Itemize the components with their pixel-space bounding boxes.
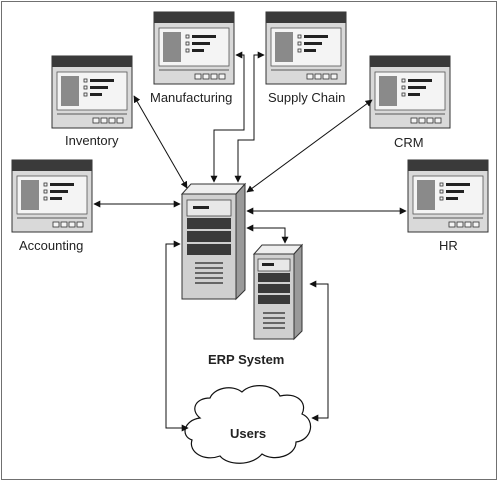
arrow-erp-users [165, 240, 189, 432]
arrow-secondary-users [309, 280, 329, 422]
inventory-window-icon [51, 55, 133, 129]
manufacturing-window-icon [153, 11, 235, 85]
arrow-inventory-erp [133, 95, 188, 189]
accounting-window-icon [11, 159, 93, 233]
accounting-label: Accounting [19, 238, 84, 253]
hr-window-icon [407, 159, 489, 233]
arrow-erp-secondary [246, 224, 289, 244]
manufacturing-label: Manufacturing [150, 90, 233, 105]
inventory-label: Inventory [65, 133, 119, 148]
hr-label: HR [439, 238, 458, 253]
supply-chain-label: Supply Chain [268, 90, 346, 105]
crm-label: CRM [394, 135, 424, 150]
supply-chain-window-icon [265, 11, 347, 85]
erp-system-label: ERP System [208, 352, 285, 367]
arrow-crm-erp [246, 99, 373, 193]
arrow-supplychain-erp [234, 51, 265, 183]
erp-server-icon [180, 182, 247, 301]
crm-window-icon [369, 55, 451, 129]
users-label: Users [230, 426, 267, 441]
users-cloud-icon [184, 385, 312, 464]
secondary-server-icon [252, 243, 304, 341]
connections [93, 51, 407, 432]
